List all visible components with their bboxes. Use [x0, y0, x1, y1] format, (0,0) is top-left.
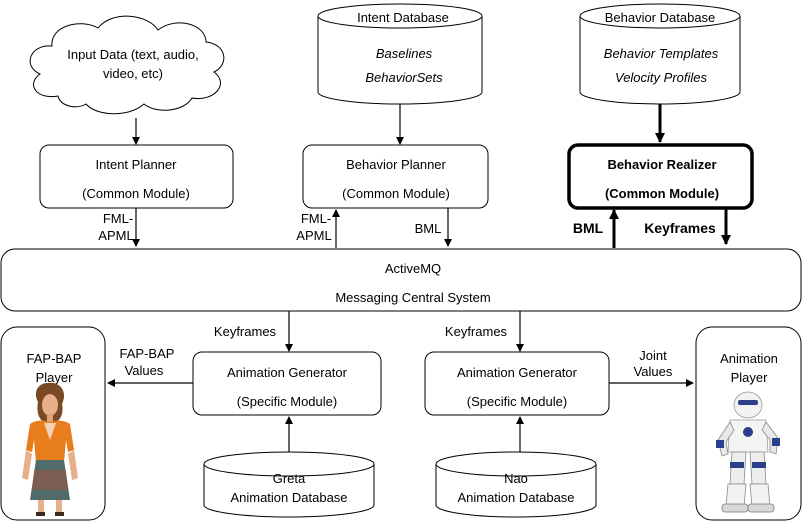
label-keyframes-left-gen: Keyframes [214, 324, 277, 339]
nao-db-line-2: Animation Database [457, 490, 574, 505]
activemq-title: ActiveMQ [385, 261, 441, 276]
intent-database: Intent Database Baselines BehaviorSets [317, 3, 483, 105]
intent-planner-box: Intent Planner (Common Module) [39, 144, 234, 209]
intent-planner-subtitle: (Common Module) [82, 186, 190, 201]
anim-gen-left-title: Animation Generator [227, 365, 348, 380]
fap-bap-player-line-2: Player [36, 370, 74, 385]
label-joint-values-1: Joint [639, 348, 667, 363]
anim-gen-right-title: Animation Generator [457, 365, 578, 380]
label-bml-mid: BML [415, 221, 442, 236]
greta-animation-database: Greta Animation Database [203, 451, 375, 518]
behavior-database-item-2: Velocity Profiles [615, 70, 707, 85]
input-data-line-2: video, etc) [103, 66, 163, 81]
label-joint-values-2: Values [634, 364, 673, 379]
label-keyframes-right: Keyframes [644, 220, 716, 236]
behavior-realizer-title: Behavior Realizer [607, 157, 716, 172]
label-fml-apml-left-1: FML- [103, 211, 133, 226]
input-data-line-1: Input Data (text, audio, [67, 47, 199, 62]
behavior-database-title: Behavior Database [605, 10, 716, 25]
animation-player-line-1: Animation [720, 351, 778, 366]
behavior-planner-title: Behavior Planner [346, 157, 446, 172]
animation-player-line-2: Player [731, 370, 769, 385]
anim-gen-left-box: Animation Generator (Specific Module) [192, 351, 382, 416]
label-fml-apml-mid-2: APML [296, 228, 331, 243]
behavior-planner-subtitle: (Common Module) [342, 186, 450, 201]
input-data-cloud: Input Data (text, audio, video, etc) [29, 15, 225, 115]
behavior-database: Behavior Database Behavior Templates Vel… [579, 3, 741, 105]
behavior-realizer-subtitle: (Common Module) [605, 186, 719, 201]
label-fap-bap-values-1: FAP-BAP [120, 346, 175, 361]
greta-db-line-1: Greta [273, 471, 306, 486]
label-bml-right: BML [573, 220, 604, 236]
intent-database-item-1: Baselines [376, 46, 433, 61]
activemq-subtitle: Messaging Central System [335, 290, 490, 305]
activemq-box: ActiveMQ Messaging Central System [0, 248, 802, 312]
nao-db-line-1: Nao [504, 471, 528, 486]
nao-robot-image [716, 391, 780, 513]
label-keyframes-right-gen: Keyframes [445, 324, 508, 339]
label-fap-bap-values-2: Values [125, 363, 164, 378]
label-fml-apml-mid-1: FML- [301, 211, 331, 226]
behavior-database-item-1: Behavior Templates [604, 46, 719, 61]
anim-gen-right-box: Animation Generator (Specific Module) [424, 351, 610, 416]
nao-animation-database: Nao Animation Database [435, 451, 597, 518]
intent-database-title: Intent Database [357, 10, 449, 25]
intent-database-item-2: BehaviorSets [365, 70, 443, 85]
anim-gen-right-subtitle: (Specific Module) [467, 394, 567, 409]
label-fml-apml-left-2: APML [98, 228, 133, 243]
anim-gen-left-subtitle: (Specific Module) [237, 394, 337, 409]
behavior-realizer-box: Behavior Realizer (Common Module) [567, 143, 754, 210]
greta-avatar-image [22, 382, 78, 516]
intent-planner-title: Intent Planner [96, 157, 178, 172]
fap-bap-player-line-1: FAP-BAP [27, 351, 82, 366]
greta-db-line-2: Animation Database [230, 490, 347, 505]
behavior-planner-box: Behavior Planner (Common Module) [302, 144, 489, 209]
